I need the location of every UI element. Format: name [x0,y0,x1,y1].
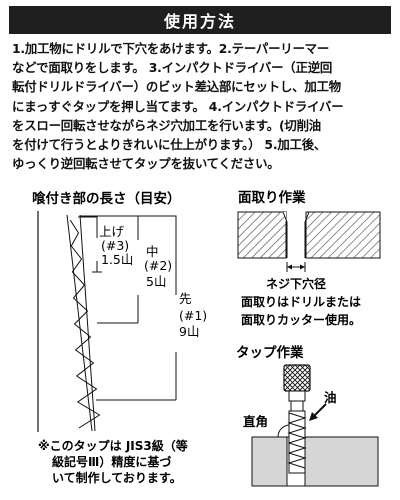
section-title: 使用方法 [163,12,236,31]
top-code: (#3) [101,238,129,253]
workpiece [251,436,379,487]
tap-body [287,410,307,474]
tip-name: 先 [179,291,192,306]
instruction-line: を付けて行うとよりきれいに仕上がります。） 5.加工後、 [12,137,327,153]
top-count: 1.5山 [101,252,133,267]
dimension-tip [82,215,177,401]
instruction-line: などで面取りをします。 3.インパクトドライバー（正逆回 [12,60,333,76]
tap-chuck [283,364,311,392]
note-line: いて制作しております。 [52,470,182,485]
instruction-line: ゆっくり逆回転させてタップを抜いてください。 [12,156,280,172]
section-header: 使用方法 [9,6,391,34]
chamfer-caption-1: ネジ下穴径 [266,276,326,291]
tap-thread-profile [66,214,101,432]
dimension-top [78,216,102,273]
instruction-line: をスロー回転させながらネジ穴加工を行います。(切削油 [12,117,321,133]
instruction-line: 1.加工物にドリルで下穴をあけます。2.テーパーリーマー [12,41,330,56]
note-line: 級記号Ⅲ）精度に基づ [52,454,171,469]
middle-code: (#2) [144,258,172,273]
precision-note: ※このタップは JIS3級（等 級記号Ⅲ）精度に基づ いて制作しております。 [38,438,188,485]
tip-count: 9山 [179,324,199,339]
oil-label: 油 [324,390,337,405]
chamfer-caption-2: 面取りはドリルまたは [241,295,361,309]
note-line: ※このタップは JIS3級（等 [38,438,188,453]
tapping-title: タップ作業 [236,344,304,361]
chamfer-diagram: 面取り作業 ネジ下穴径 面取りはドリルまたは 面取りカッター使用。 [237,189,381,327]
thread-length-diagram: 喰付き部の長さ（目安） 上げ (#3) 1.5山 中 (#2) 5山 [32,190,207,432]
chamfer-caption-3: 面取りカッター使用。 [241,312,361,327]
thread-length-title: 喰付き部の長さ（目安） [32,190,181,207]
middle-count: 5山 [146,274,166,289]
instruction-line: 転付ドリルドライバー）のビット差込部にセットし、加工物 [12,79,341,95]
instructions-text: 1.加工物にドリルで下穴をあけます。2.テーパーリーマー などで面取りをします。… [12,39,390,173]
chamfer-title: 面取り作業 [238,189,306,206]
tapping-diagram: タップ作業 直角 油 [236,344,379,487]
instruction-line: にまっすぐタップを押し当てます。 4.インパクトドライバー [12,98,344,114]
top-name: 上げ [99,224,125,239]
tip-code: (#1) [179,308,207,323]
angle-label: 直角 [243,414,268,429]
oil-arrow [309,403,327,421]
right-angle-mark [258,424,290,438]
middle-name: 中 [146,244,159,259]
